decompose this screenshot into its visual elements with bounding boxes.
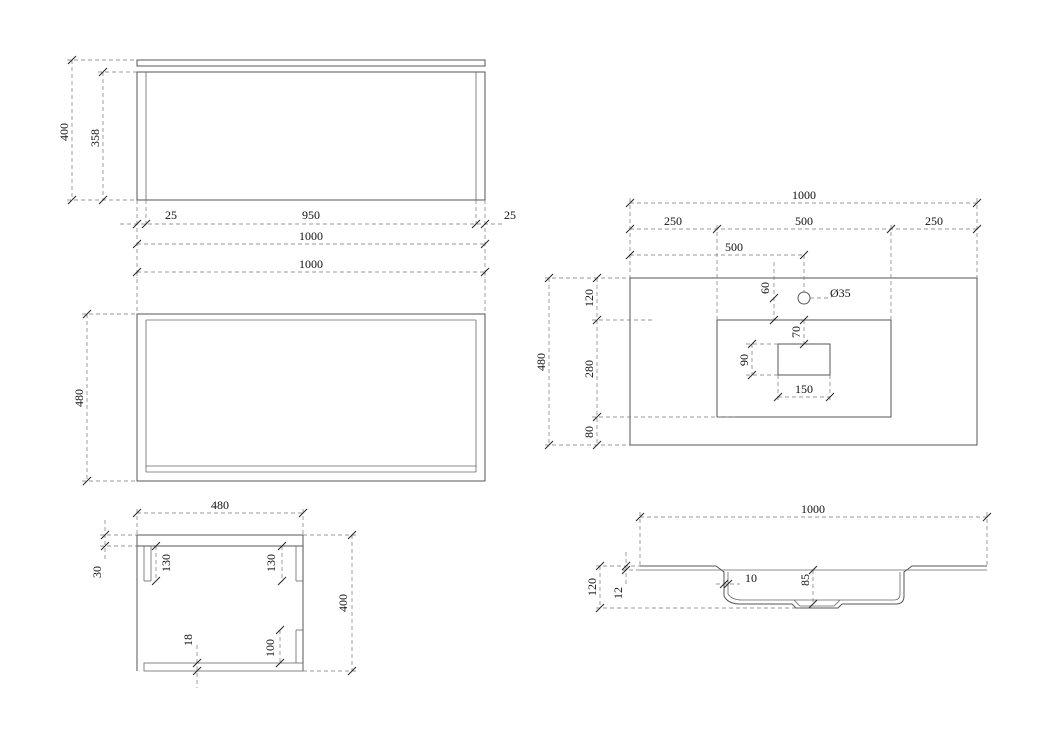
front-view-top-slab (136, 59, 486, 67)
side-view: 480 30 130 130 400 18 100 (90, 498, 357, 688)
label-basin-bowl-depth: 280 (582, 360, 596, 378)
label-side-upper-left: 130 (159, 554, 173, 572)
label-basin-drain-height: 90 (737, 354, 751, 366)
label-section-bowl-depth: 85 (798, 574, 812, 586)
label-front-height-inner: 358 (88, 129, 102, 147)
label-basin-drain-offset: 70 (789, 326, 803, 338)
label-section-slab-thickness: 12 (611, 587, 625, 599)
label-basin-front-margin: 80 (582, 426, 596, 438)
label-top-depth: 480 (72, 389, 86, 407)
label-basin-tap-offset: 500 (725, 240, 743, 254)
basin-plan: 1000 250 500 250 500 480 120 280 80 60 (534, 188, 982, 450)
label-front-side-right: 25 (504, 208, 516, 222)
label-side-top-thickness: 30 (90, 566, 104, 578)
label-side-bottom-thickness: 18 (181, 634, 195, 646)
label-top-width: 1000 (299, 257, 323, 271)
label-section-width: 1000 (801, 502, 825, 516)
label-basin-tap-to-back: 120 (582, 289, 596, 307)
label-basin-tap-hole: Ø35 (830, 286, 851, 300)
label-side-height: 400 (336, 594, 350, 612)
label-section-total-height: 120 (585, 578, 599, 596)
label-basin-margin-left: 250 (664, 214, 682, 228)
top-view-outline (136, 313, 486, 482)
basin-section: 1000 120 12 10 85 (585, 502, 992, 613)
label-side-upper-right: 130 (264, 554, 278, 572)
drain-slot (777, 343, 831, 376)
section-profile-outer (640, 565, 987, 609)
section-drain (793, 599, 841, 607)
front-view-body (136, 71, 486, 201)
label-basin-tap-to-bowl: 60 (758, 282, 772, 294)
label-front-height-total: 400 (57, 123, 71, 141)
label-side-depth: 480 (211, 498, 229, 512)
label-basin-depth: 480 (534, 353, 548, 371)
top-view: 1000 480 (72, 257, 490, 486)
front-view: 400 358 25 950 25 1000 (57, 55, 516, 278)
label-basin-width: 1000 (792, 188, 816, 202)
tap-hole (797, 291, 811, 305)
label-basin-bowl-width: 500 (795, 214, 813, 228)
label-front-width-inner: 950 (302, 208, 320, 222)
label-front-width-total: 1000 (299, 229, 323, 243)
label-section-wall-thickness: 10 (745, 571, 757, 585)
label-basin-drain-width: 150 (795, 382, 813, 396)
label-basin-margin-right: 250 (925, 214, 943, 228)
side-view-top-slab (136, 534, 304, 547)
side-view-bottom-plate (143, 662, 304, 672)
label-side-lower-right: 100 (263, 639, 277, 657)
label-front-side-left: 25 (165, 208, 177, 222)
basin-countertop (629, 277, 978, 446)
section-bowl-inner (727, 572, 901, 601)
